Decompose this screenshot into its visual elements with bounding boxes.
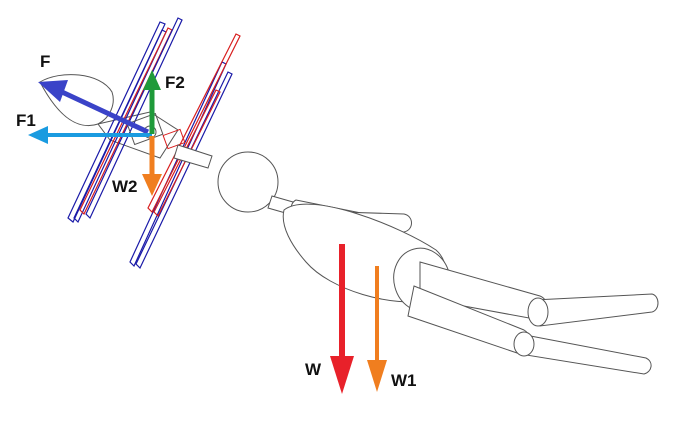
drive-shaft (173, 144, 213, 169)
drone-assembly (39, 17, 241, 270)
label-w: W (305, 360, 322, 379)
head (217, 151, 279, 213)
label-w2: W2 (112, 177, 138, 196)
knee-joint-1 (527, 297, 549, 327)
shin-upper (533, 293, 659, 327)
human-figure (217, 151, 659, 375)
force-labels: F F1 F2 W2 W W1 (16, 52, 417, 390)
drone-body (97, 111, 179, 159)
force-f2-arrowhead (143, 70, 161, 90)
label-w1: W1 (391, 371, 417, 390)
shin-lower (519, 333, 652, 375)
knee-joint-2 (513, 331, 535, 357)
drone-nose-cone (39, 74, 114, 127)
force-f-arrow (60, 89, 150, 135)
rotor-blades-rear (129, 33, 241, 270)
force-w2-arrowhead (142, 174, 162, 196)
force-w-arrowhead (330, 356, 354, 394)
force-vectors (28, 70, 387, 394)
label-f: F (40, 52, 50, 71)
force-w1-arrowhead (367, 360, 387, 392)
force-f-arrowhead (38, 80, 68, 102)
label-f2: F2 (165, 73, 185, 92)
label-f1: F1 (16, 111, 36, 130)
force-f1-arrowhead (28, 126, 48, 144)
